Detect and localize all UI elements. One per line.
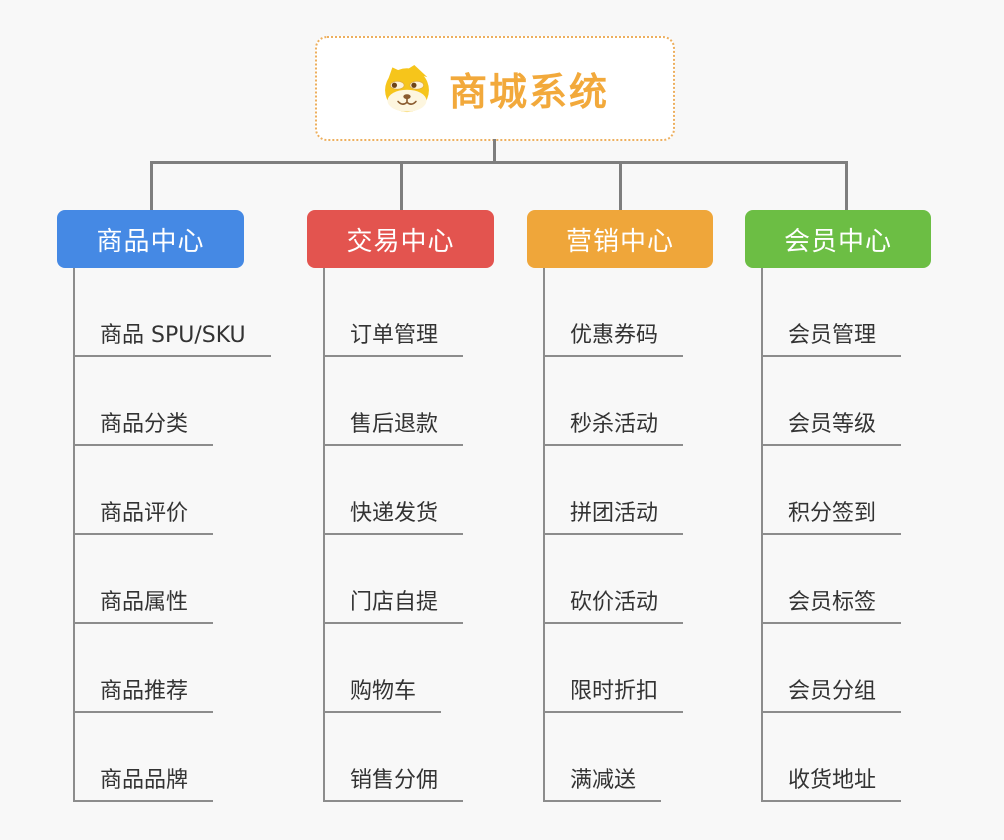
branch-column-member: 会员管理 会员等级 积分签到 会员标签 会员分组 收货地址	[761, 268, 1001, 802]
horizontal-connector-line	[150, 161, 848, 164]
trunk-line	[543, 268, 545, 802]
topic-item[interactable]: 收货地址	[761, 766, 902, 802]
topic-item[interactable]: 会员分组	[761, 677, 902, 713]
topic-item[interactable]: 商品分类	[73, 410, 214, 446]
branch-product-center[interactable]: 商品中心	[57, 210, 244, 268]
topic-item[interactable]: 订单管理	[323, 321, 464, 357]
topic-item[interactable]: 会员管理	[761, 321, 902, 357]
branch-drop-line	[150, 161, 153, 210]
trunk-line	[323, 268, 325, 802]
topic-item[interactable]: 商品属性	[73, 588, 214, 624]
topic-item[interactable]: 商品评价	[73, 499, 214, 535]
doge-icon	[381, 64, 433, 113]
topic-item[interactable]: 购物车	[323, 677, 442, 713]
branch-drop-line	[619, 161, 622, 210]
root-stem-line	[493, 139, 496, 163]
topic-item[interactable]: 门店自提	[323, 588, 464, 624]
topic-item[interactable]: 优惠券码	[543, 321, 684, 357]
topic-item[interactable]: 售后退款	[323, 410, 464, 446]
topic-item[interactable]: 限时折扣	[543, 677, 684, 713]
topic-item[interactable]: 满减送	[543, 766, 662, 802]
trunk-line	[761, 268, 763, 802]
topic-item[interactable]: 商品 SPU/SKU	[73, 321, 271, 357]
topic-item[interactable]: 砍价活动	[543, 588, 684, 624]
root-node[interactable]: 商城系统	[315, 36, 675, 141]
branch-marketing-center[interactable]: 营销中心	[527, 210, 713, 268]
topic-item[interactable]: 积分签到	[761, 499, 902, 535]
topic-item[interactable]: 商品品牌	[73, 766, 214, 802]
branch-column-product: 商品 SPU/SKU 商品分类 商品评价 商品属性 商品推荐 商品品牌	[73, 268, 313, 802]
branch-column-marketing: 优惠券码 秒杀活动 拼团活动 砍价活动 限时折扣 满减送	[543, 268, 783, 802]
branch-drop-line	[400, 161, 403, 210]
branch-trade-center[interactable]: 交易中心	[307, 210, 494, 268]
branch-member-center[interactable]: 会员中心	[745, 210, 931, 268]
branch-drop-line	[845, 161, 848, 210]
topic-item[interactable]: 会员等级	[761, 410, 902, 446]
topic-item[interactable]: 快递发货	[323, 499, 464, 535]
topic-item[interactable]: 会员标签	[761, 588, 902, 624]
topic-item[interactable]: 拼团活动	[543, 499, 684, 535]
topic-item[interactable]: 商品推荐	[73, 677, 214, 713]
root-title: 商城系统	[448, 70, 609, 114]
topic-item[interactable]: 秒杀活动	[543, 410, 684, 446]
branch-column-trade: 订单管理 售后退款 快递发货 门店自提 购物车 销售分佣	[323, 268, 563, 802]
trunk-line	[73, 268, 75, 802]
topic-item[interactable]: 销售分佣	[323, 766, 464, 802]
